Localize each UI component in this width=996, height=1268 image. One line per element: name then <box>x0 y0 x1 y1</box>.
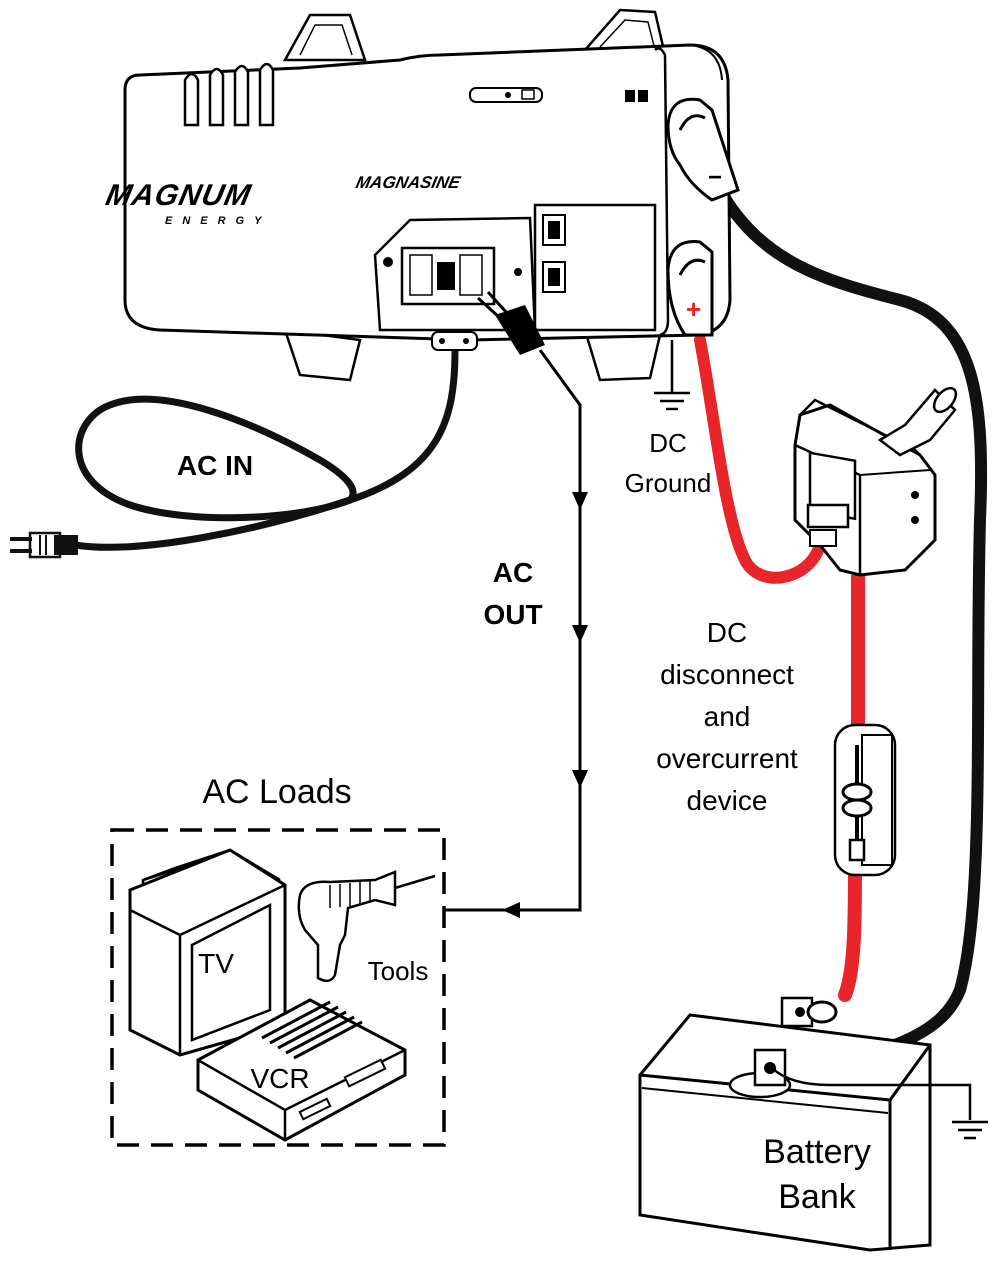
label-disconnect-1: DC <box>707 617 747 648</box>
dc-positive-cable <box>694 334 865 1002</box>
label-battery-2: Bank <box>778 1178 856 1216</box>
battery-ground-wire <box>771 1067 972 1120</box>
label-ac-loads: AC Loads <box>202 773 351 811</box>
label-battery-1: Battery <box>763 1133 871 1171</box>
ac-out-plug-icon <box>476 290 545 355</box>
label-ac-out-2: OUT <box>483 599 542 630</box>
label-disconnect-5: device <box>687 785 768 816</box>
label-ac-in: AC IN <box>177 450 253 481</box>
ac-out-arrow-icon <box>572 625 588 643</box>
model-logo: MAGNASINE <box>354 172 463 192</box>
negative-terminal: − <box>666 97 740 202</box>
brand-logo: MAGNUM <box>103 179 254 212</box>
plug-icon <box>10 531 78 559</box>
dc-disconnect <box>793 386 958 577</box>
positive-terminal: + <box>666 240 714 337</box>
label-disconnect-3: and <box>704 701 751 732</box>
brand-sub: ENERGY <box>165 215 271 227</box>
label-disconnect-4: overcurrent <box>656 743 798 774</box>
ac-out-arrow-icon <box>502 902 520 918</box>
fuse <box>833 723 897 877</box>
drill-icon <box>297 870 436 983</box>
dc-negative-cable <box>714 184 988 1081</box>
label-tv: TV <box>198 948 234 979</box>
vcr-icon <box>196 998 407 1142</box>
label-vcr: VCR <box>250 1063 309 1094</box>
inverter: MAGNUM ENERGY MAGNASINE − + <box>103 8 740 382</box>
ground-symbol-icon <box>654 340 690 411</box>
ac-out-arrow-icon <box>572 770 588 788</box>
ac-in-cord <box>10 346 459 559</box>
label-disconnect-2: disconnect <box>660 659 794 690</box>
ac-out-line <box>445 349 588 918</box>
label-tools: Tools <box>368 956 429 986</box>
label-dc-ground-2: Ground <box>625 468 712 498</box>
label-dc-ground-1: DC <box>649 428 687 458</box>
battery-icon <box>638 996 932 1252</box>
ac-out-arrow-icon <box>572 492 588 510</box>
label-ac-out-1: AC <box>493 557 533 588</box>
tv-icon <box>128 848 287 1057</box>
negative-mark: − <box>708 164 722 191</box>
ground-symbol-icon <box>952 1120 988 1140</box>
positive-mark: + <box>686 294 701 324</box>
ac-loads-box <box>110 828 446 1147</box>
